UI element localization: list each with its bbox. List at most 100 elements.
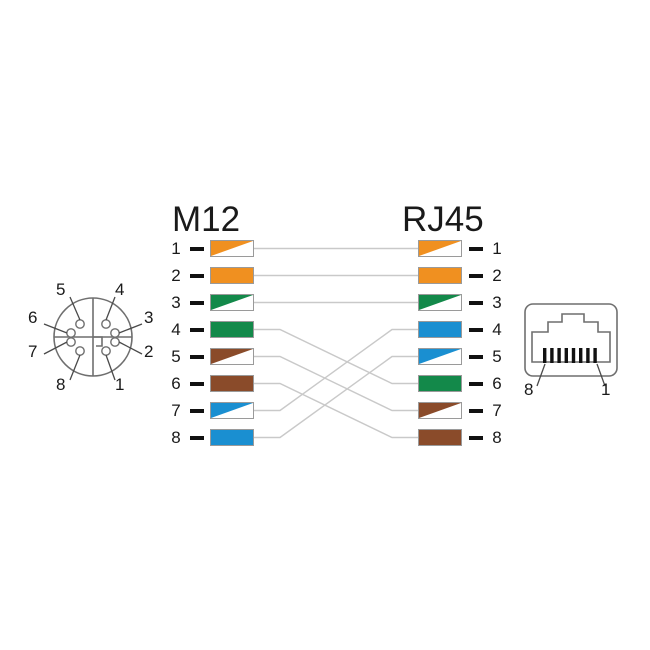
wire-4-to-6 [254,328,418,385]
m12-pin-dash-8 [190,436,204,440]
m12-wire-swatch-2 [210,267,254,284]
m12-label-1: 1 [115,375,125,394]
rj45-pin-dash-4 [469,328,483,332]
m12-pin-dash-5 [190,355,204,359]
rj45-pin-row-1: 1 [418,239,528,258]
rj45-pin-dash-3 [469,301,483,305]
m12-wire-swatch-1 [210,240,254,257]
m12-pin-number-6: 6 [171,374,181,393]
wire-color-fill [211,349,253,364]
wire-6-to-8 [254,382,418,439]
rj45-wire-swatch-3 [418,294,462,311]
m12-pin-row-7: 7 [168,401,278,420]
rj45-pin-number-5: 5 [492,347,502,366]
m12-pin-row-2: 2 [168,266,278,285]
rj45-wire-swatch-2 [418,267,462,284]
rj45-pin-dash-8 [469,436,483,440]
rj45-contact-8 [543,348,547,363]
m12-label-4: 4 [115,280,125,299]
m12-connector-face: 5 4 6 3 7 2 8 1 [18,280,168,395]
wire-color-fill [419,241,461,256]
rj45-pin-row-3: 3 [418,293,528,312]
m12-pin-number-1: 1 [171,239,181,258]
m12-wire-swatch-8 [210,429,254,446]
rj45-contact-5 [564,348,568,363]
rj45-wire-swatch-1 [418,240,462,257]
rj45-pin-number-2: 2 [492,266,502,285]
wire-5-to-7 [254,355,418,412]
wire-color-fill [211,322,253,337]
m12-label-3: 3 [144,308,154,327]
rj45-pin-dash-7 [469,409,483,413]
wire-color-fill [419,295,461,310]
wire-color-fill [419,349,461,364]
wire-color-fill [211,295,253,310]
wire-color-fill [211,268,253,283]
m12-pin-dash-2 [190,274,204,278]
rj45-contact-1 [593,348,597,363]
wire-color-fill [419,403,461,418]
m12-label-6: 6 [28,308,38,327]
wire-color-fill [419,268,461,283]
rj45-pin-dash-6 [469,382,483,386]
m12-pin-dash-6 [190,382,204,386]
rj45-contact-7 [550,348,554,363]
m12-pin-number-3: 3 [171,293,181,312]
rj45-wire-swatch-8 [418,429,462,446]
rj45-pin-number-7: 7 [492,401,502,420]
wire-7-to-4 [254,328,418,412]
m12-label-8: 8 [56,375,66,394]
rj45-pin-number-4: 4 [492,320,502,339]
m12-pin-dash-7 [190,409,204,413]
rj45-label-1: 1 [601,380,611,399]
heading-m12: M12 [172,200,241,239]
wire-color-fill [211,241,253,256]
rj45-pin-row-6: 6 [418,374,528,393]
m12-pin-number-2: 2 [171,266,181,285]
m12-pin-dash-3 [190,301,204,305]
m12-pin-number-4: 4 [171,320,181,339]
rj45-label-8: 8 [524,380,534,399]
rj45-pin-row-5: 5 [418,347,528,366]
rj45-wire-swatch-6 [418,375,462,392]
m12-label-2: 2 [144,342,154,361]
rj45-contact-6 [557,348,561,363]
m12-pin-row-1: 1 [168,239,278,258]
wire-color-fill [211,376,253,391]
wire-color-fill [419,376,461,391]
rj45-pin-row-8: 8 [418,428,528,447]
rj45-contact-4 [571,348,576,363]
rj45-pin-number-6: 6 [492,374,502,393]
wire-color-fill [419,430,461,445]
wire-color-fill [211,403,253,418]
rj45-pin-dash-5 [469,355,483,359]
m12-pin-row-6: 6 [168,374,278,393]
m12-wire-swatch-7 [210,402,254,419]
wire-color-fill [419,322,461,337]
m12-pin-dash-4 [190,328,204,332]
m12-wire-swatch-5 [210,348,254,365]
m12-wire-swatch-6 [210,375,254,392]
wire-color-fill [211,430,253,445]
rj45-pin-dash-2 [469,274,483,278]
m12-pin-row-3: 3 [168,293,278,312]
m12-pin-row-5: 5 [168,347,278,366]
m12-pin-row-4: 4 [168,320,278,339]
heading-rj45: RJ45 [402,200,484,239]
m12-label-7: 7 [28,342,38,361]
rj45-wire-swatch-4 [418,321,462,338]
rj45-pin-row-2: 2 [418,266,528,285]
m12-pin-dash-1 [190,247,204,251]
m12-pin-number-7: 7 [171,401,181,420]
rj45-contact-2 [586,348,590,363]
m12-label-5: 5 [56,280,66,299]
rj45-pin-dash-1 [469,247,483,251]
rj45-pin-row-4: 4 [418,320,528,339]
m12-pin-number-5: 5 [171,347,181,366]
m12-pin-row-8: 8 [168,428,278,447]
rj45-pin-number-3: 3 [492,293,502,312]
rj45-pin-number-8: 8 [492,428,502,447]
rj45-connector-face: 8 1 [515,300,635,400]
